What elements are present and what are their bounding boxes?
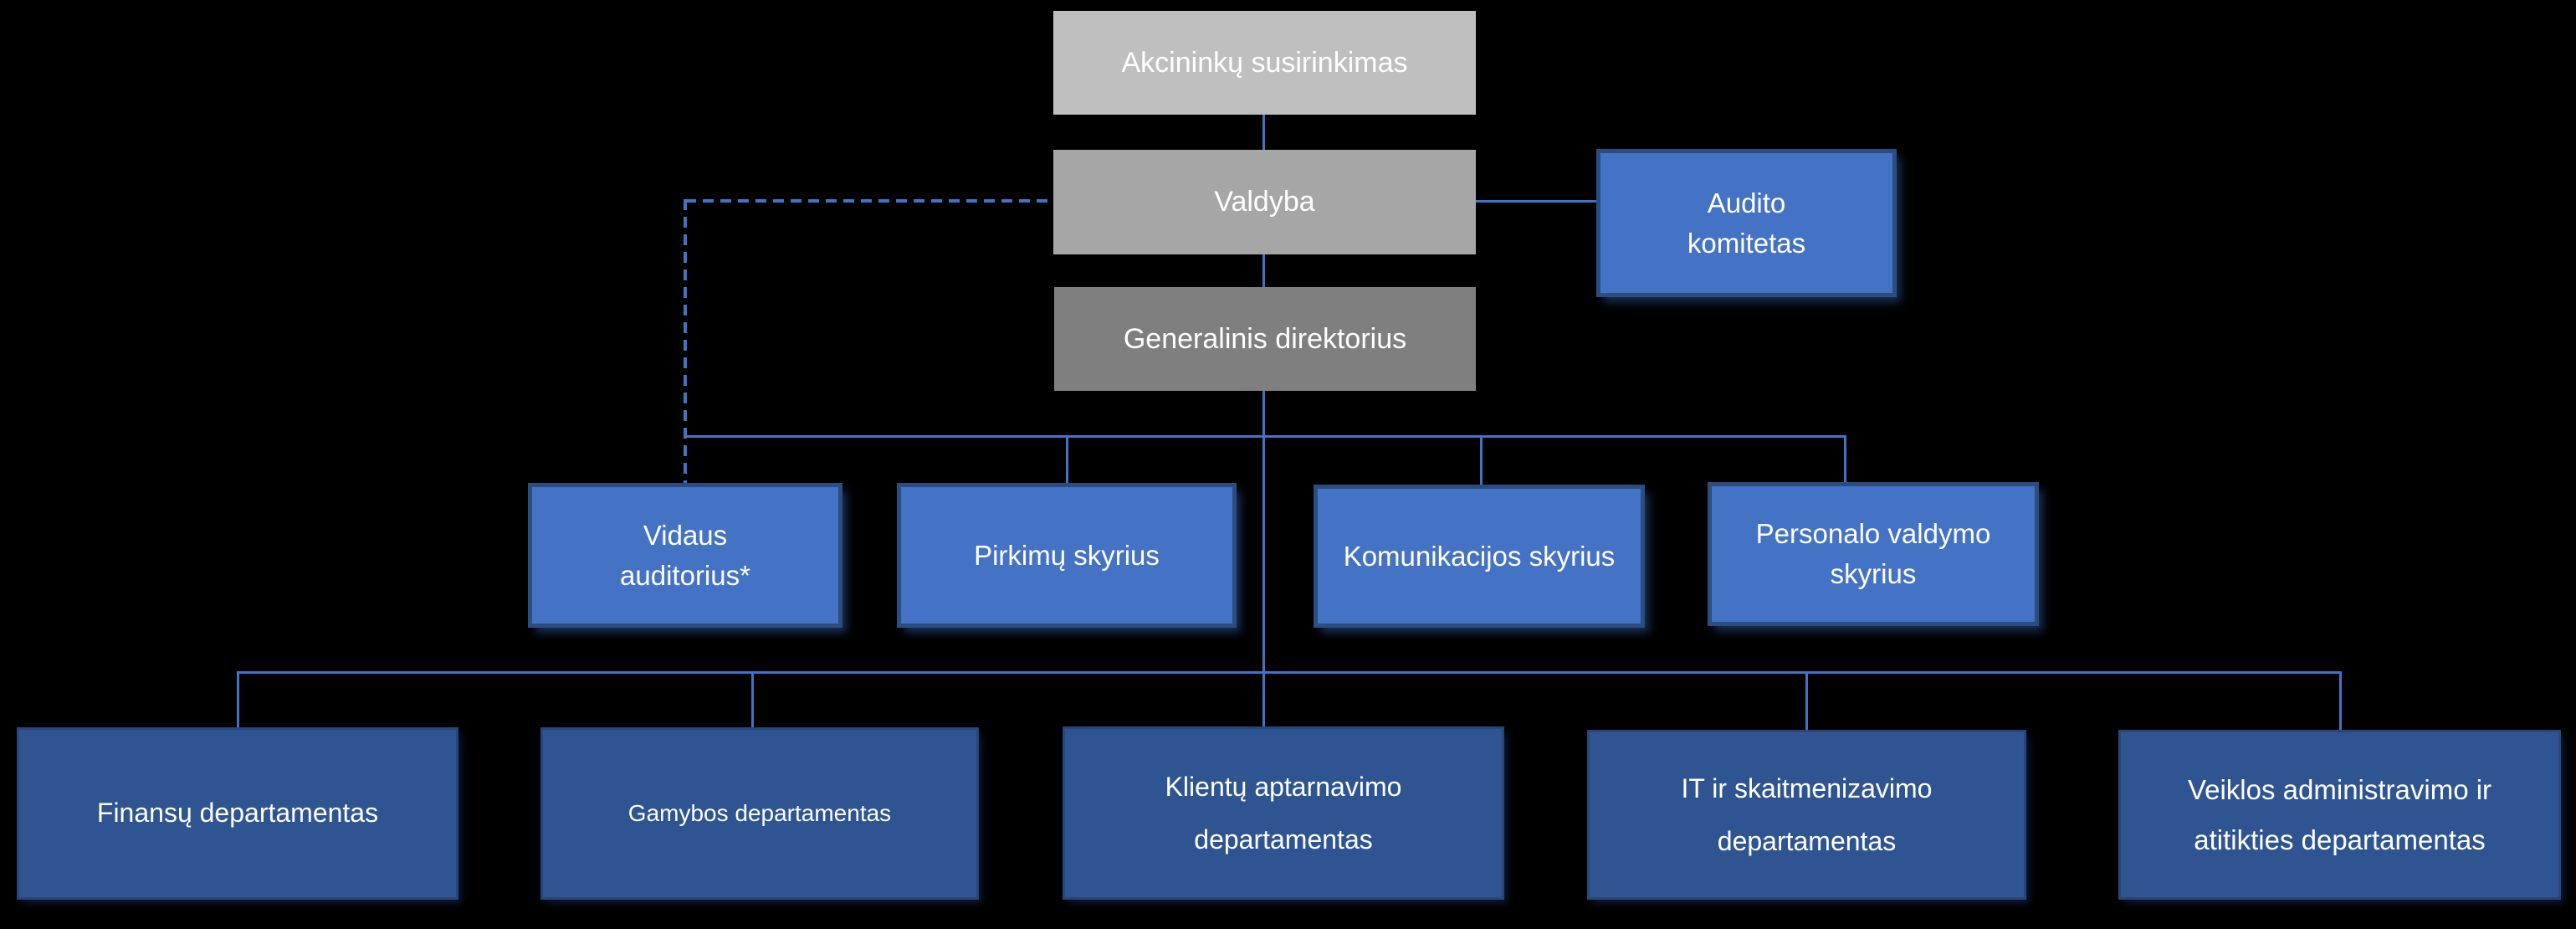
connector-drop-production xyxy=(751,671,754,727)
org-node-finance-department: Finansų departamentas xyxy=(17,727,458,900)
org-node-label: Gamybos departamentas xyxy=(627,799,892,826)
connector-drop-procurement xyxy=(1066,435,1068,484)
org-node-label: IT ir skaitmenizavimo departamentas xyxy=(1681,773,1933,856)
org-node-it-department: IT ir skaitmenizavimo departamentas xyxy=(1587,730,2026,900)
connector-board-audit-committee xyxy=(1476,200,1596,203)
connector-board-ceo xyxy=(1262,254,1265,287)
dashed-connector-board-internal-auditor-horizontal xyxy=(685,199,1053,203)
org-node-label: Audito komitetas xyxy=(1687,187,1806,259)
org-node-audit-committee: Audito komitetas xyxy=(1596,149,1897,297)
connector-department-rail xyxy=(238,671,2342,674)
org-node-hr-division: Personalo valdymo skyrius xyxy=(1708,482,2039,626)
connector-drop-it xyxy=(1805,671,1808,731)
connector-drop-communications xyxy=(1480,435,1483,485)
org-node-label: Vidaus auditorius* xyxy=(620,519,750,591)
org-node-label: Pirkimų skyrius xyxy=(974,539,1160,571)
org-node-label: Valdyba xyxy=(1214,186,1315,218)
org-node-general-director: Generalinis direktorius xyxy=(1054,287,1476,391)
connector-ceo-trunk xyxy=(1262,391,1265,727)
org-node-board: Valdyba xyxy=(1053,150,1476,254)
org-node-shareholders-meeting: Akcininkų susirinkimas xyxy=(1053,11,1476,115)
org-node-label: Komunikacijos skyrius xyxy=(1343,540,1616,572)
org-node-label: Personalo valdymo skyrius xyxy=(1755,518,1991,589)
org-node-operations-compliance-department: Veiklos administravimo ir atitikties dep… xyxy=(2118,730,2561,900)
org-node-internal-auditor: Vidaus auditorius* xyxy=(528,483,842,628)
connector-drop-finance xyxy=(237,671,239,727)
org-node-procurement-division: Pirkimų skyrius xyxy=(897,483,1237,628)
org-node-label: Akcininkų susirinkimas xyxy=(1121,46,1408,79)
org-node-communications-division: Komunikacijos skyrius xyxy=(1314,485,1645,628)
org-node-label: Klientų aptarnavimo departamentas xyxy=(1165,772,1402,855)
connector-shareholders-board xyxy=(1262,115,1265,150)
connector-division-rail xyxy=(685,435,1846,438)
dashed-connector-board-internal-auditor-vertical xyxy=(684,199,687,484)
org-node-label: Veiklos administravimo ir atitikties dep… xyxy=(2187,774,2492,855)
org-node-production-department: Gamybos departamentas xyxy=(540,727,979,900)
connector-drop-operations xyxy=(2339,671,2342,730)
org-node-customer-service-department: Klientų aptarnavimo departamentas xyxy=(1063,726,1504,900)
org-node-label: Generalinis direktorius xyxy=(1123,322,1407,355)
org-node-label: Finansų departamentas xyxy=(96,798,379,829)
connector-drop-hr xyxy=(1844,435,1846,483)
